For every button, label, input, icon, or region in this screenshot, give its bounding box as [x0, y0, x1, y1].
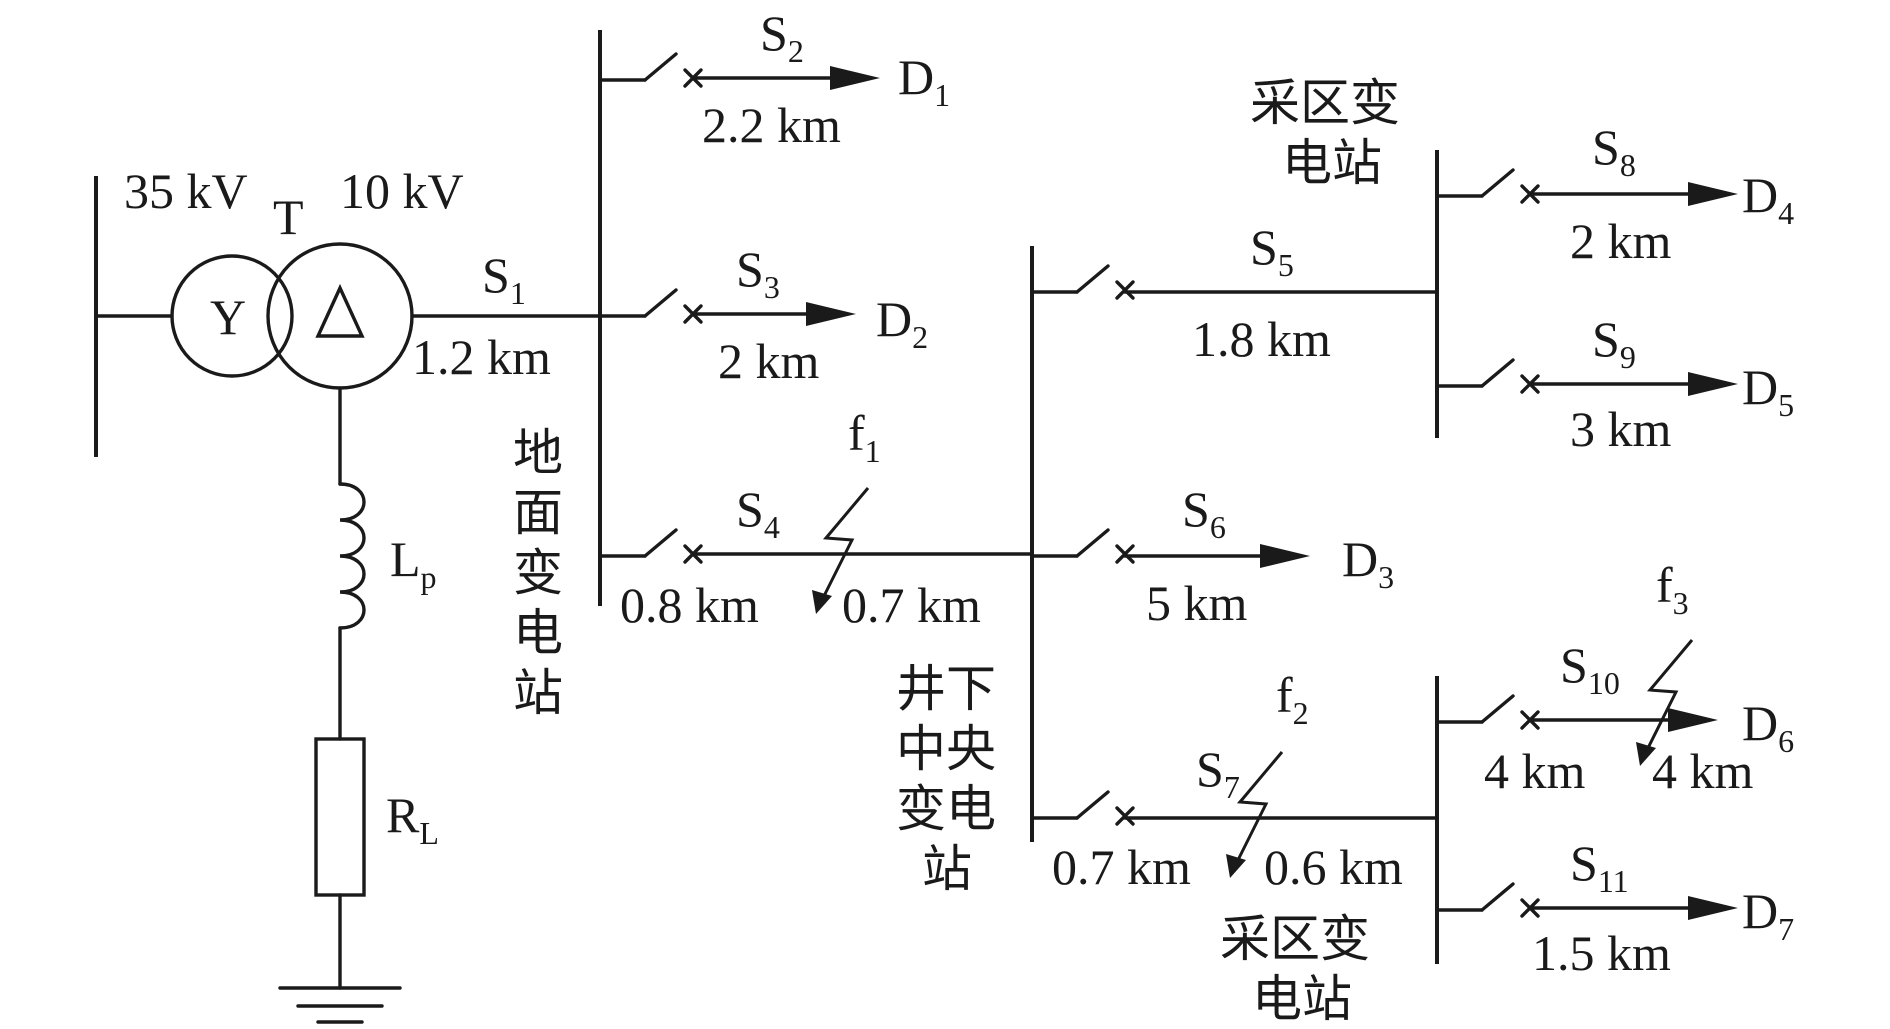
switch-s11-label: S11: [1570, 835, 1629, 899]
switch-s4-blade: [643, 528, 678, 558]
switch-s10-blade: [1480, 694, 1515, 724]
fault-f1-label: f1: [848, 405, 881, 469]
substation-mining-lower-line-1: 采区变: [1220, 910, 1370, 968]
fault-f2-icon: [1232, 751, 1284, 869]
switch-s1-label: S1: [482, 247, 526, 311]
inductor-coil: [338, 482, 366, 630]
substation-central-line-1: 井下: [896, 660, 996, 718]
substation-central-line-4: 站: [922, 840, 972, 898]
length-s9: 3 km: [1570, 401, 1672, 457]
length-s5: 1.8 km: [1192, 311, 1331, 367]
fault-f2-label: f2: [1276, 667, 1309, 731]
load-d6-arrow: [1668, 708, 1718, 732]
length-s4-right: 0.7 km: [842, 577, 981, 633]
load-d1-label: D1: [898, 49, 950, 113]
switch-s6-label: S6: [1182, 481, 1226, 545]
resistor-label: RL: [386, 787, 439, 851]
switch-s7-label: S7: [1196, 741, 1240, 805]
transformer-secondary-winding: [266, 242, 414, 390]
fault-f3-icon: [1642, 639, 1694, 757]
substation-ground-char-4: 电: [513, 604, 563, 662]
fault-f1-icon: [818, 487, 870, 605]
primary-winding-symbol: Y: [210, 289, 246, 345]
length-s4-left: 0.8 km: [620, 577, 759, 633]
length-s6: 5 km: [1146, 575, 1248, 631]
load-d3-arrow: [1260, 544, 1310, 568]
transformer-primary-winding: [170, 254, 294, 378]
switch-s2-blade: [643, 52, 678, 82]
load-d3-label: D3: [1342, 531, 1394, 595]
length-s1: 1.2 km: [412, 329, 551, 385]
switch-s3-blade: [643, 288, 678, 318]
fault-f3-label: f3: [1656, 557, 1689, 621]
switch-s5-blade: [1075, 264, 1110, 294]
switch-s6-breaker-mark: [1115, 544, 1135, 564]
switch-s7-breaker-mark: [1115, 806, 1135, 826]
substation-mining-upper-line-2: 电站: [1282, 134, 1382, 192]
load-d2-arrow: [806, 302, 856, 326]
fault-f2-arrowhead: [1226, 854, 1246, 878]
substation-central-line-2: 中央: [896, 720, 996, 778]
switch-s8-blade: [1480, 168, 1515, 198]
load-d6-label: D6: [1742, 695, 1794, 759]
load-d7-arrow: [1688, 896, 1738, 920]
switch-s2-label: S2: [760, 5, 804, 69]
fault-f3-arrowhead: [1636, 742, 1656, 766]
voltage-10kv-label: 10 kV: [340, 163, 464, 219]
length-s10-left: 4 km: [1484, 743, 1586, 799]
switch-s6-blade: [1075, 528, 1110, 558]
substation-ground-char-1: 地: [513, 424, 563, 482]
length-s2: 2.2 km: [702, 97, 841, 153]
switch-s4-label: S4: [736, 481, 780, 545]
switch-s5-label: S5: [1250, 219, 1294, 283]
resistor-body: [314, 737, 366, 897]
switch-s7-blade: [1075, 790, 1110, 820]
switch-s9-label: S9: [1592, 311, 1636, 375]
substation-ground-char-3: 变: [513, 544, 563, 602]
load-d4-arrow: [1688, 182, 1738, 206]
inductor-label: Lp: [390, 531, 437, 595]
fault-f1-arrowhead: [812, 590, 832, 614]
load-d5-label: D5: [1742, 359, 1794, 423]
load-d1-arrow: [830, 66, 880, 90]
transformer-label: T: [273, 189, 304, 245]
length-s11: 1.5 km: [1532, 925, 1671, 981]
switch-s8-label: S8: [1592, 119, 1636, 183]
switch-s10-label: S10: [1560, 637, 1620, 701]
length-s10-right: 4 km: [1652, 743, 1754, 799]
switch-s11-blade: [1480, 882, 1515, 912]
delta-winding-symbol: [315, 283, 365, 338]
load-d4-label: D4: [1742, 167, 1794, 231]
length-s7-left: 0.7 km: [1052, 839, 1191, 895]
substation-mining-upper-line-1: 采区变: [1250, 74, 1400, 132]
load-d5-arrow: [1688, 372, 1738, 396]
load-d7-label: D7: [1742, 883, 1794, 947]
substation-central-line-3: 变电: [896, 780, 996, 838]
switch-s3-label: S3: [736, 241, 780, 305]
substation-ground-char-2: 面: [513, 484, 563, 542]
voltage-35kv-label: 35 kV: [124, 163, 248, 219]
length-s7-right: 0.6 km: [1264, 839, 1403, 895]
length-s3: 2 km: [718, 333, 820, 389]
switch-s5-breaker-mark: [1115, 280, 1135, 300]
switch-s9-blade: [1480, 358, 1515, 388]
substation-mining-lower-line-2: 电站: [1252, 970, 1352, 1028]
substation-ground-char-5: 站: [513, 664, 563, 722]
length-s8: 2 km: [1570, 213, 1672, 269]
load-d2-label: D2: [876, 291, 928, 355]
